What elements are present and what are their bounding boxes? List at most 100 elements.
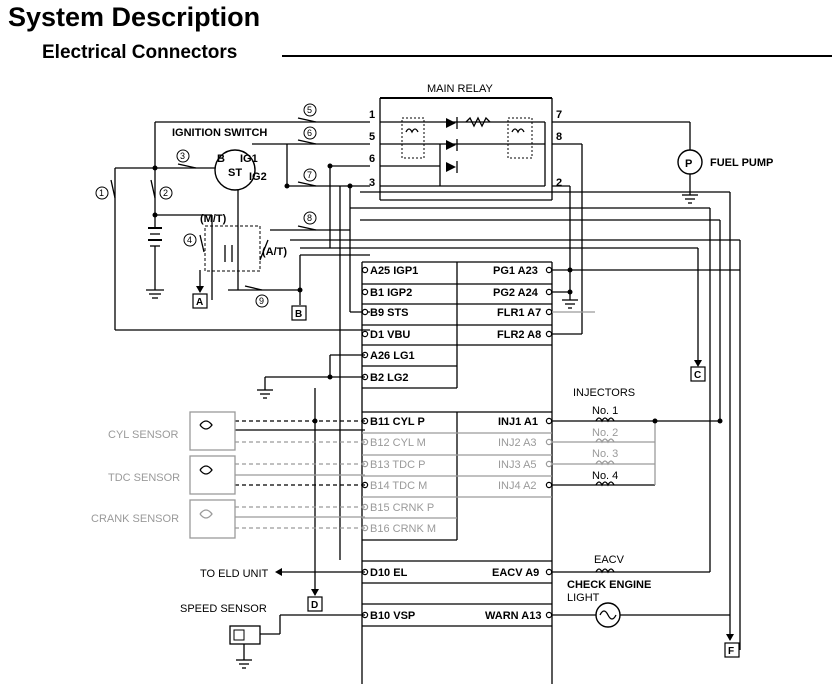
sensor-wiring	[235, 420, 365, 529]
check-engine-label-line1: CHECK ENGINE	[567, 579, 651, 591]
eacv-wiring	[552, 568, 710, 574]
injector-label-1: No. 1	[592, 405, 618, 417]
ecu-pin-b16-crnk-m: B16 CRNK M	[370, 523, 436, 535]
ref-box-b-label: B	[295, 309, 302, 320]
speed-sensor-body	[229, 625, 261, 645]
speed-sensor-label: SPEED SENSOR	[180, 603, 267, 615]
ignition-terminal-ig1: IG1	[240, 153, 258, 165]
tdc-sensor-label: TDC SENSOR	[108, 472, 180, 484]
relay-pin-5: 5	[369, 131, 375, 143]
main-relay-label: MAIN RELAY	[427, 83, 493, 95]
ecu-pin-inj2-a3: INJ2 A3	[498, 437, 537, 449]
ecu-pin-pg2-a24: PG2 A24	[493, 287, 539, 299]
fuse-number-labels: 1 2 3 4 5 6 7 8 9	[95, 103, 317, 308]
ecu-pin-inj1-a1: INJ1 A1	[498, 416, 538, 428]
relay-pin-8: 8	[556, 131, 562, 143]
ignition-switch-body	[214, 149, 256, 191]
fuel-pump-label: FUEL PUMP	[710, 157, 773, 169]
ignition-terminal-b: B	[217, 153, 225, 165]
ecu-pin-b10-vsp: B10 VSP	[370, 610, 415, 622]
neutral-switch-box	[204, 225, 261, 272]
injector-wiring	[552, 420, 720, 486]
ecu-pin-eacv-a9: EACV A9	[492, 567, 539, 579]
ref-box-c-label: C	[694, 370, 701, 381]
cyl-sensor-box	[189, 411, 236, 451]
logic-ground-wiring	[257, 354, 365, 399]
injector-label-3: No. 3	[592, 448, 618, 460]
ecu-pin-b13-tdc-p: B13 TDC P	[370, 459, 425, 471]
fuse-number-4: 4	[187, 235, 192, 245]
speed-sensor-icon	[233, 629, 245, 641]
ecu-pin-d1-vbu: D1 VBU	[370, 329, 410, 341]
ecu-pin-flr2-a8: FLR2 A8	[497, 329, 541, 341]
ecu-pin-inj4-a2: INJ4 A2	[498, 480, 537, 492]
ecu-pin-b2-lg2: B2 LG2	[370, 372, 409, 384]
eacv-label: EACV	[594, 554, 625, 566]
fuse-number-2: 2	[163, 188, 168, 198]
ecu-pin-a26-lg1: A26 LG1	[370, 350, 415, 362]
speed-sensor-wiring	[236, 614, 365, 669]
fuse-number-8: 8	[307, 213, 312, 223]
ecu-pin-flr1-a7: FLR1 A7	[497, 307, 541, 319]
fuse-number-9: 9	[259, 296, 264, 306]
relay-pin-1: 1	[369, 109, 375, 121]
ecu-pin-a25-igp1: A25 IGP1	[370, 265, 418, 277]
ignition-switch-label: IGNITION SWITCH	[172, 127, 267, 139]
ecu-block	[361, 261, 553, 684]
ecu-right-pins: PG1 A23 PG2 A24 FLR1 A7 FLR2 A8 INJ1 A1 …	[485, 265, 541, 622]
ignition-terminal-st: ST	[228, 167, 242, 179]
ecu-pin-b12-cyl-m: B12 CYL M	[370, 437, 426, 449]
ref-box-d-label: D	[311, 600, 318, 611]
fuse-number-1: 1	[99, 188, 104, 198]
cyl-sensor-label: CYL SENSOR	[108, 429, 179, 441]
ref-box-a-label: A	[196, 297, 203, 308]
tdc-sensor-box	[189, 455, 236, 495]
crank-sensor-coil-icon	[199, 509, 213, 519]
relay-ecu-wiring	[552, 143, 741, 650]
eld-wiring	[275, 568, 365, 576]
at-label: (A/T)	[262, 246, 287, 258]
main-relay-internals	[380, 116, 546, 187]
ignition-terminal-ig2: IG2	[249, 171, 267, 183]
ecu-left-pins: A25 IGP1 B1 IGP2 B9 STS D1 VBU A26 LG1 B…	[370, 265, 436, 622]
ref-box-f	[724, 642, 740, 658]
feed-wiring	[290, 186, 740, 640]
check-engine-label-line2: LIGHT	[567, 592, 600, 604]
ecu-pin-b1-igp2: B1 IGP2	[370, 287, 412, 299]
tdc-sensor-coil-icon	[199, 465, 213, 475]
power-wiring	[114, 121, 370, 331]
fuse-switches	[110, 117, 317, 291]
to-eld-unit-label: TO ELD UNIT	[200, 568, 269, 580]
page-subtitle: Electrical Connectors	[42, 42, 238, 63]
page-title: System Description	[8, 2, 261, 32]
relay-pin-6: 6	[369, 153, 375, 165]
neutral-switch-wiring	[211, 215, 370, 305]
check-engine-wiring	[552, 610, 730, 620]
ecu-pin-b14-tdc-m: B14 TDC M	[370, 480, 427, 492]
injector-coil-icons	[595, 417, 615, 487]
ref-box-a	[192, 293, 208, 309]
fuse-number-5: 5	[307, 105, 312, 115]
fuse-number-3: 3	[180, 151, 185, 161]
ecu-pin-b15-crnk-p: B15 CRNK P	[370, 502, 434, 514]
relay-pin-7: 7	[556, 109, 562, 121]
crank-sensor-label: CRANK SENSOR	[91, 513, 179, 525]
junction-dots	[152, 163, 723, 424]
ref-box-b	[291, 305, 307, 321]
ecu-pin-warn-a13: WARN A13	[485, 610, 541, 622]
ecu-pin-d10-el: D10 EL	[370, 567, 408, 579]
crank-sensor-box	[189, 499, 236, 539]
fuel-pump-wiring	[552, 121, 698, 204]
relay-pin-3: 3	[369, 177, 375, 189]
fuse-number-6: 6	[307, 128, 312, 138]
ecu-pin-b11-cyl-p: B11 CYL P	[370, 416, 425, 428]
injectors-label: INJECTORS	[573, 387, 635, 399]
cyl-sensor-coil-icon	[199, 420, 213, 430]
ref-box-f-label: F	[728, 646, 734, 657]
ecu-pin-pg1-a23: PG1 A23	[493, 265, 538, 277]
mt-label: (M/T)	[200, 213, 227, 225]
fuse-number-7: 7	[307, 170, 312, 180]
ref-box-d	[307, 596, 323, 612]
injector-label-4: No. 4	[592, 470, 618, 482]
